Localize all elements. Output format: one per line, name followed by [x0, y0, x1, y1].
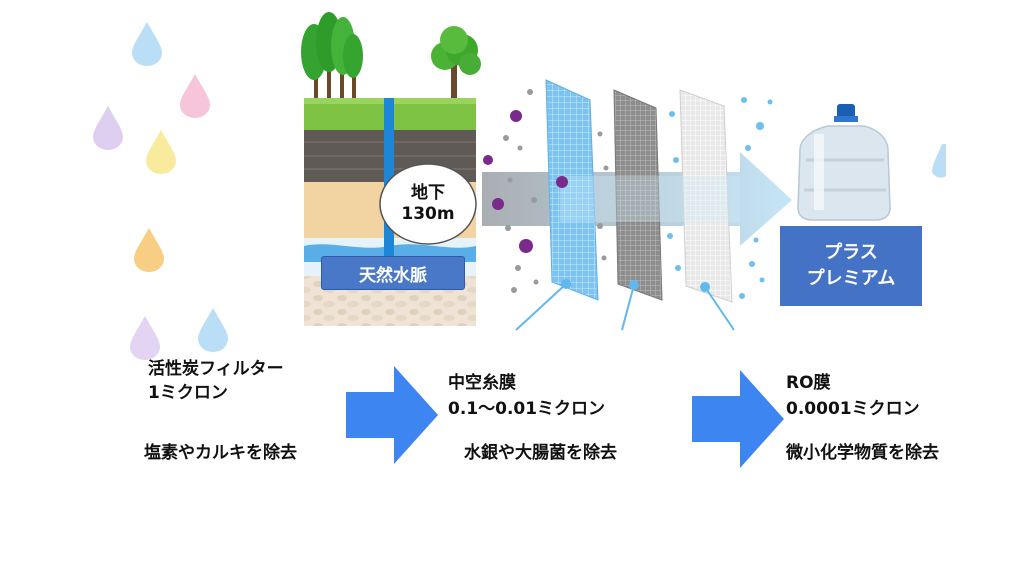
trees-left [301, 12, 363, 100]
bacteria-particles [483, 110, 568, 253]
right-arrow-icon [346, 366, 438, 464]
stage3-spec: 0.0001ミクロン [786, 399, 920, 419]
blue-drop-icon [932, 144, 946, 178]
pink-drop-icon [180, 74, 210, 118]
depth-circle [379, 163, 477, 245]
water-bottle-icon [797, 104, 891, 221]
stage2-spec: 0.1～0.01ミクロン [448, 399, 606, 419]
water-droplet-dots [667, 97, 773, 299]
impurity-dots [503, 89, 609, 293]
stage1-spec: 1ミクロン [148, 383, 228, 403]
depth-label-line1: 地下 [411, 182, 445, 203]
stage2-removes: 水銀や大腸菌を除去 [464, 443, 617, 463]
depth-label-line2: 130m [401, 204, 455, 224]
purple-drop-icon [130, 316, 160, 360]
stage2-name: 中空糸膜 [448, 373, 516, 393]
blue-drop-icon [198, 308, 228, 352]
stage3-name: RO膜 [786, 373, 831, 393]
depth-label: 地下 130m [380, 166, 476, 242]
orange-drop-icon [134, 228, 164, 272]
yellow-drop-icon [146, 130, 176, 174]
hollow-fiber-membrane [613, 89, 663, 301]
water-vein-label: 天然水脈 [321, 256, 465, 290]
product-label: プラス プレミアム [780, 226, 922, 306]
stage1-name: 活性炭フィルター [148, 359, 284, 379]
blue-drop-icon [132, 22, 162, 66]
activated-carbon-filter [545, 79, 599, 301]
stage3-removes: 微小化学物質を除去 [786, 443, 939, 463]
ro-membrane [679, 89, 733, 303]
purple-drop-icon [93, 106, 123, 150]
filtration-illustration [301, 12, 891, 331]
product-label-line1: プラス [824, 241, 878, 263]
right-arrow-icon [692, 370, 784, 468]
tree-right [431, 26, 481, 100]
product-label-line2: プレミアム [806, 268, 896, 289]
stage1-removes: 塩素やカルキを除去 [144, 443, 297, 463]
